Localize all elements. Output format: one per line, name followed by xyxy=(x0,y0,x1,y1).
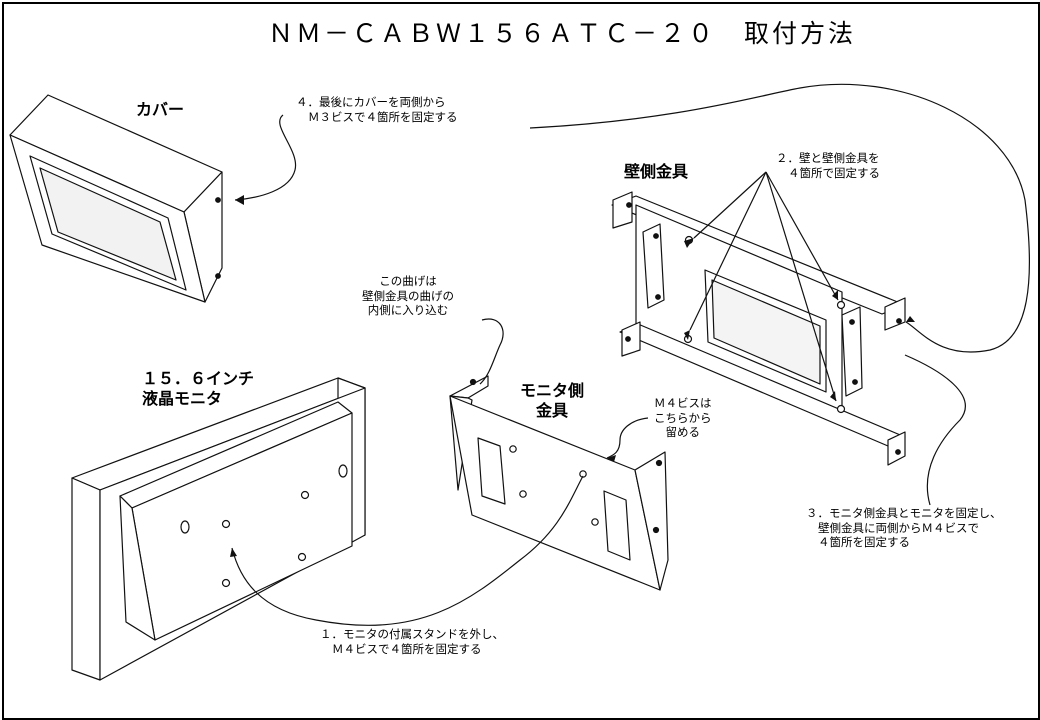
m4-screw-note: Ｍ４ビスは こちらから 留める xyxy=(654,396,712,440)
arrow-heads xyxy=(230,195,915,557)
step-1-note: １．モニタの付属スタンドを外し、 Ｍ４ビスで４箇所を固定する xyxy=(320,627,504,656)
step-3-note: ３．モニタ側金具とモニタを固定し、 壁側金具に両側からＭ４ビスで ４箇所を固定す… xyxy=(806,506,1002,550)
leader-lines xyxy=(231,83,1031,626)
step-2-note: ２．壁と壁側金具を ４箇所で固定する xyxy=(776,151,880,180)
step-4-note: ４．最後にカバーを両側から Ｍ３ビスで４箇所を固定する xyxy=(296,95,458,124)
label-cover: カバー xyxy=(136,100,185,119)
label-monitor-bracket-line-1: モニタ側 xyxy=(520,381,585,400)
bend-note-line-1: この曲げは xyxy=(379,274,437,288)
label-monitor-line-2: 液晶モニタ xyxy=(142,389,223,409)
m4-note-line-2: こちらから xyxy=(654,410,712,425)
step-2-line-1: ２．壁と壁側金具を xyxy=(776,151,880,165)
m4-note-line-1: Ｍ４ビスは xyxy=(654,396,712,410)
m4-note-line-3: 留める xyxy=(665,425,701,440)
monitor-bracket-illustration xyxy=(449,375,669,591)
step-3-line-1: ３．モニタ側金具とモニタを固定し、 xyxy=(806,506,1002,520)
label-monitor-line-1: １５．６インチ xyxy=(142,369,255,388)
monitor-illustration xyxy=(71,377,366,681)
step-1-line-2: Ｍ４ビスで４箇所を固定する xyxy=(332,641,482,656)
step-1-line-1: １．モニタの付属スタンドを外し、 xyxy=(320,627,504,641)
label-monitor-bracket: モニタ側 金具 xyxy=(520,381,584,422)
wall-bracket-illustration xyxy=(611,191,906,466)
cover-illustration xyxy=(9,94,223,303)
step-4-line-2: Ｍ３ビスで４箇所を固定する xyxy=(308,109,458,124)
bend-note: この曲げは 壁側金具の曲げの 内側に入り込む xyxy=(362,274,454,318)
label-monitor: １５．６インチ 液晶モニタ xyxy=(142,369,254,410)
step-4-line-1: ４．最後にカバーを両側から xyxy=(296,95,446,109)
label-monitor-bracket-line-2: 金具 xyxy=(536,401,569,421)
bend-note-line-2: 壁側金具の曲げの xyxy=(362,288,454,303)
label-wall-bracket: 壁側金具 xyxy=(624,162,689,181)
page-title: ＮＭ－ＣＡＢＷ１５６ＡＴＣ－２０ 取付方法 xyxy=(268,19,857,48)
step-2-line-2: ４箇所で固定する xyxy=(788,165,880,180)
bend-note-line-3: 内側に入り込む xyxy=(367,303,449,318)
step-3-line-2: 壁側金具に両側からＭ４ビスで xyxy=(818,520,979,535)
step-3-line-3: ４箇所を固定する xyxy=(818,535,910,550)
